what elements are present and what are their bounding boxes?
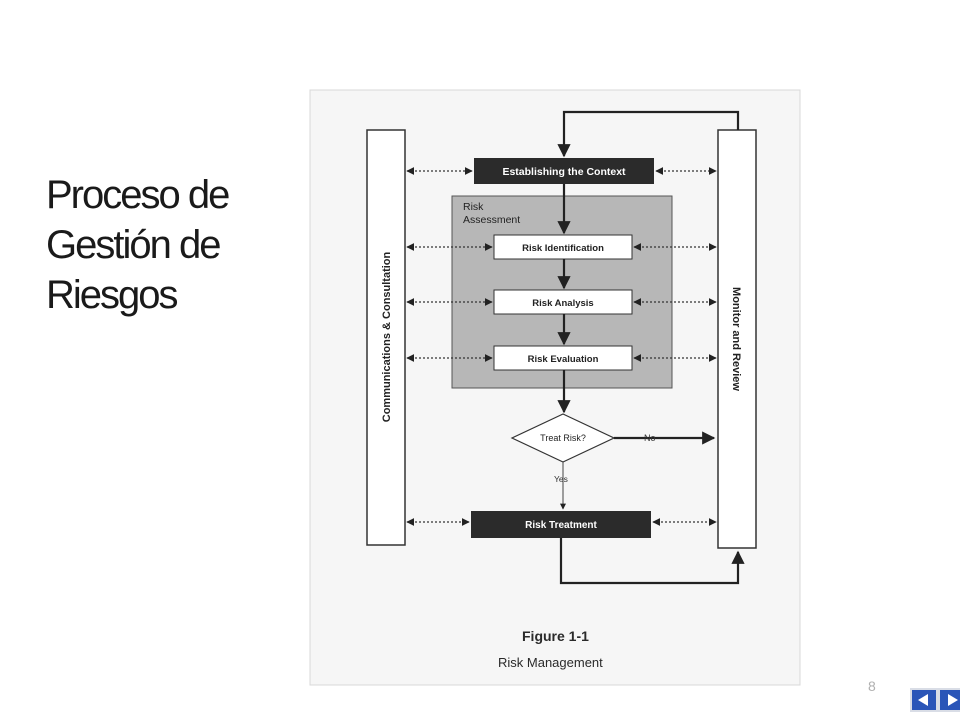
triangle-right-icon [948, 694, 958, 706]
loop-treatment-to-monitor [559, 538, 745, 585]
dotted-connectors [406, 167, 717, 526]
context-label: Establishing the Context [502, 166, 626, 178]
nav-forward-button[interactable] [938, 688, 960, 712]
loop-top-to-context [557, 110, 740, 158]
page-number: 8 [868, 678, 876, 694]
evaluation-label: Risk Evaluation [528, 354, 599, 365]
figure-caption: Risk Management [498, 655, 603, 670]
communications-column [366, 129, 406, 546]
slide-title: Proceso de Gestión de Riesgos [46, 170, 286, 320]
triangle-left-icon [918, 694, 928, 706]
monitor-review-label: Monitor and Review [730, 287, 742, 391]
no-label: No [644, 433, 656, 443]
title-line-1: Proceso de [46, 173, 230, 217]
yes-label: Yes [554, 474, 568, 484]
assessment-title-line1: Risk [463, 201, 484, 213]
flow-arrows [557, 110, 745, 585]
figure-number: Figure 1-1 [522, 628, 589, 644]
decision-label: Treat Risk? [540, 433, 586, 443]
title-line-2: Gestión de [46, 223, 221, 267]
title-line-3: Riesgos [46, 273, 179, 317]
identification-label: Risk Identification [522, 243, 604, 254]
communications-label: Communications & Consultation [381, 251, 393, 422]
treatment-box [471, 511, 651, 538]
context-box [474, 158, 654, 184]
evaluation-box [493, 345, 633, 371]
nav-back-button[interactable] [910, 688, 938, 712]
analysis-label: Risk Analysis [532, 298, 593, 309]
treatment-label: Risk Treatment [525, 520, 597, 531]
assessment-title-line2: Assessment [463, 214, 520, 226]
